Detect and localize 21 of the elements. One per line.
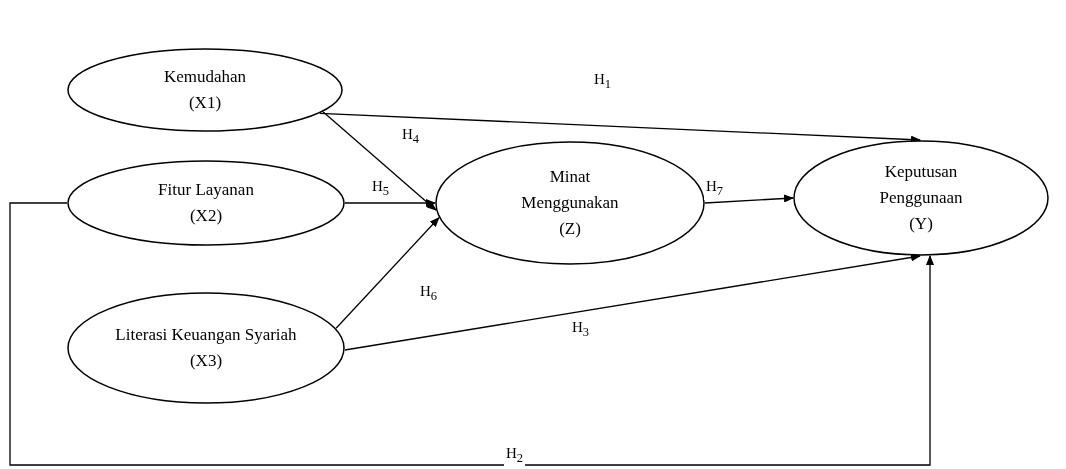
variable-code: (X2) bbox=[189, 205, 223, 227]
construct-name: Keputusan Penggunaan bbox=[878, 161, 964, 209]
construct-name: Literasi Keuangan Syariah bbox=[115, 324, 297, 346]
arrow bbox=[9, 202, 934, 466]
variable-code: (X3) bbox=[189, 350, 223, 372]
construct-name: Kemudahan bbox=[163, 66, 247, 88]
arrow bbox=[322, 111, 437, 211]
construct-name: Fitur Layanan bbox=[158, 179, 254, 201]
construct-name: Minat Menggunakan bbox=[520, 166, 620, 214]
arrow bbox=[344, 199, 436, 207]
construct-ellipse bbox=[67, 48, 343, 132]
variable-code: (X1) bbox=[188, 92, 222, 114]
construct-ellipse bbox=[793, 140, 1049, 256]
variable-code: (Z) bbox=[559, 218, 581, 240]
construct-ellipse bbox=[67, 292, 345, 404]
construct-ellipse bbox=[435, 141, 705, 265]
arrow bbox=[704, 194, 794, 204]
arrow bbox=[335, 217, 440, 329]
construct-ellipse bbox=[67, 160, 345, 246]
variable-code: (Y) bbox=[909, 213, 933, 235]
arrow bbox=[344, 253, 921, 351]
